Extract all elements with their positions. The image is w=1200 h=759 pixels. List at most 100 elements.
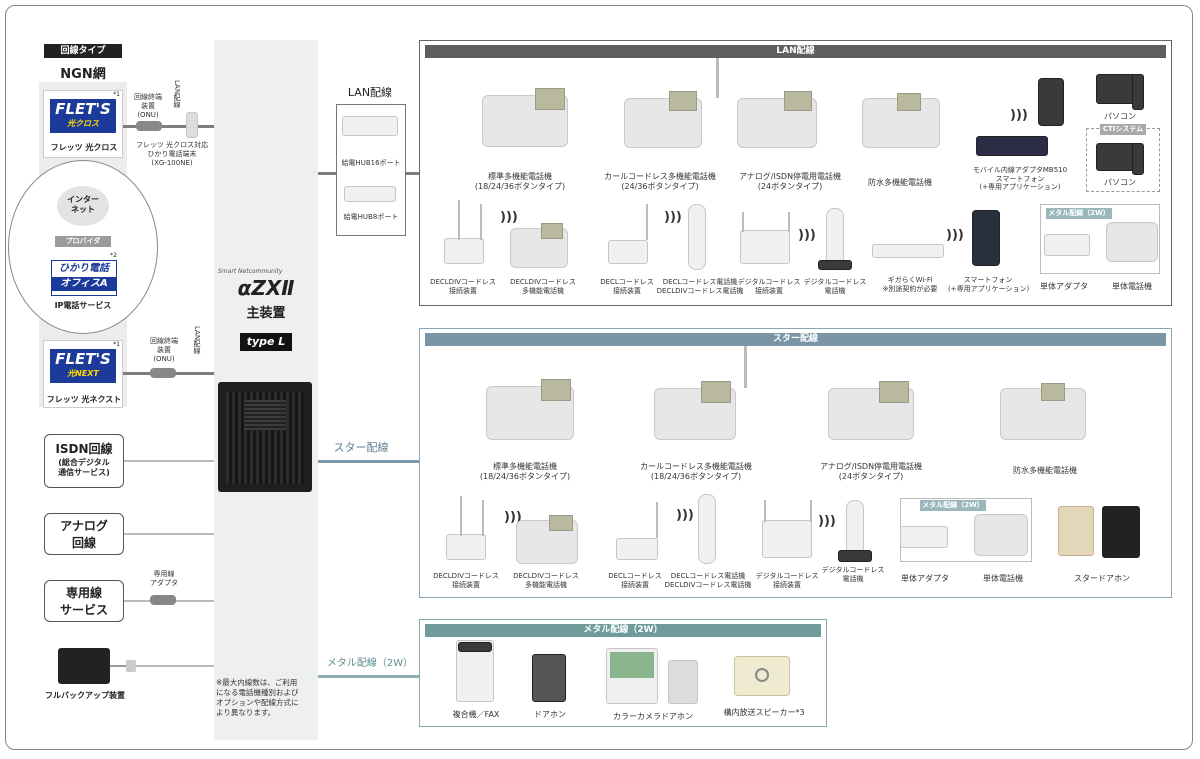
star-single-adapter	[900, 526, 948, 548]
flets-next-logo: *1 FLET'S 光NEXT フレッツ 光ネクスト	[43, 340, 123, 408]
diagram-frame	[5, 5, 1193, 750]
wifi-icon: )))	[1010, 108, 1028, 123]
lan-standard-phone	[482, 88, 568, 147]
lan-decl-div-phone	[510, 223, 568, 268]
ngn-label: NGN網	[60, 67, 106, 82]
type-badge: type L	[240, 333, 292, 351]
lan-row2-label-9: 単体電話機	[1112, 282, 1152, 291]
star-section-title: スター配線	[425, 333, 1166, 346]
star-doorphone-1	[1058, 506, 1094, 556]
cross-terminal-device	[186, 112, 198, 138]
star-row1-label-1: カールコードレス多機能電話機 (18/24/36ボタンタイプ)	[640, 462, 752, 481]
plug-icon	[126, 660, 136, 672]
isdn-line	[124, 460, 214, 462]
lan-smartphone	[1038, 78, 1064, 126]
center-note: ※最大内線数は、ご利用 になる電話機種別および オプションや配線方式に より異な…	[216, 678, 299, 717]
hikari-office-logo: *2 ひかり電話 オフィスA IP電話サービス	[47, 252, 119, 316]
star-single-phone	[974, 514, 1028, 556]
wifi-icon: )))	[946, 228, 964, 243]
star-digital-base	[762, 520, 812, 558]
lan-row2-label-5: デジタルコードレス 電話機	[803, 278, 867, 295]
onu-1-device	[136, 121, 162, 131]
star-row2-label-2: DECLコードレス 接続装置	[608, 572, 662, 589]
giga-wifi-device	[872, 244, 944, 258]
metal-connector-label: メタル配線（2W）	[326, 658, 414, 669]
line-type-label: 回線タイプ	[44, 44, 122, 58]
main-unit-label: 主装置	[246, 306, 286, 321]
lan-digital-base	[740, 230, 790, 264]
metal-item-0: 複合機／FAX	[452, 710, 500, 719]
cross-line	[123, 125, 215, 128]
star-metal-tag: メタル配線（2W）	[920, 500, 986, 511]
metal-item-1: ドアホン	[534, 710, 566, 719]
doorphone-device	[532, 654, 566, 702]
lan-row2-label-7: スマートフォン (+専用アプリケーション)	[948, 276, 1030, 293]
main-unit-device	[218, 382, 312, 492]
speaker-device	[734, 656, 790, 696]
star-digital-handset	[846, 500, 864, 556]
internet-label: インター ネット	[57, 186, 109, 226]
lan-row2-label-2: DECLコードレス 接続装置	[600, 278, 654, 295]
lan-row2-label-0: DECLDIVコードレス 接続装置	[430, 278, 496, 295]
star-row1-label-2: アナログ/ISDN停電用電話機 (24ボタンタイプ)	[819, 462, 923, 481]
star-decl-handset	[698, 494, 716, 564]
lan-smartphone-app	[972, 210, 1000, 266]
onu-2-device	[150, 368, 176, 378]
star-row2-label-8: スタードアホン	[1074, 574, 1130, 583]
dedicated-adapter-device	[150, 595, 176, 605]
lan-row2-label-4: デジタルコードレス 接続装置	[737, 278, 801, 295]
dedicated-adapter-label: 専用線 アダプタ	[150, 570, 178, 587]
onu-1-label: 回線終端 装置 (ONU)	[134, 93, 162, 119]
star-row2-label-4: デジタルコードレス 接続装置	[755, 572, 819, 589]
analog-line	[124, 533, 214, 535]
wifi-icon: )))	[676, 508, 694, 523]
lan-row1-label-3: 防水多機能電話機	[868, 178, 932, 187]
provider-label: プロバイダ	[55, 236, 111, 247]
lan-section-title: LAN配線	[425, 45, 1166, 58]
metal-item-3: 構内放送スピーカー*3	[723, 708, 805, 717]
ups-device	[58, 648, 110, 684]
lan-single-adapter	[1044, 234, 1090, 256]
lan-row2-label-6: ギガらくWi-Fi ※別途契約が必要	[882, 276, 938, 293]
lan-digital-handset	[826, 208, 844, 266]
star-row2-label-3: DECLコードレス電話機 DECLDIVコードレス電話機	[664, 572, 752, 589]
lan-row1-label-5: パソコン	[1104, 112, 1136, 121]
pc-1-monitor	[1096, 74, 1136, 104]
pc-2-tower	[1132, 143, 1144, 175]
star-decl-div-phone	[516, 515, 578, 564]
hub8-device	[344, 186, 396, 202]
star-waterproof-phone	[1000, 383, 1086, 440]
star-analog-isdn-phone	[828, 381, 914, 440]
star-row1-label-3: 防水多機能電話機	[1013, 466, 1077, 475]
lan-row1-label-6: パソコン	[1104, 178, 1136, 187]
lan-wire-v1: LAN配線	[173, 80, 181, 109]
onu-2-label: 回線終端 装置 (ONU)	[150, 337, 178, 363]
star-decl-div-base	[446, 534, 486, 560]
wifi-icon: )))	[818, 514, 836, 529]
lan-decl-handset	[688, 204, 706, 270]
cti-system-label: CTIシステム	[1100, 124, 1146, 135]
hub8-label: 給電HUB8ポート	[343, 213, 399, 221]
star-decl-base	[616, 538, 658, 560]
lan-single-phone	[1106, 222, 1158, 262]
star-row2-label-1: DECLDIVコードレス 多機能電話機	[513, 572, 579, 589]
star-row2-label-6: 単体アダプタ	[901, 574, 949, 583]
wifi-icon: )))	[500, 210, 518, 225]
star-row1-label-0: 標準多機能電話機 (18/24/36ボタンタイプ)	[479, 462, 571, 481]
lan-metal-tag: メタル配線（2W）	[1046, 208, 1112, 219]
analog-box: アナログ 回線	[44, 513, 124, 555]
lan-row2-label-1: DECLDIVコードレス 多機能電話機	[510, 278, 576, 295]
wifi-icon: )))	[664, 210, 682, 225]
brand-logo: αZXⅡ	[237, 276, 295, 300]
star-row2-label-0: DECLDIVコードレス 接続装置	[433, 572, 499, 589]
metal-section-title: メタル配線（2W）	[425, 624, 821, 637]
wifi-icon: )))	[798, 228, 816, 243]
lan-row1-label-4: モバイル内線アダプタMB510 スマートフォン (+専用アプリケーション)	[972, 166, 1068, 191]
lan-connector-label: LAN配線	[347, 86, 393, 99]
lan-row1-label-2: アナログ/ISDN停電用電話機 (24ボタンタイプ)	[738, 172, 842, 191]
lan-wire-v2: LAN配線	[193, 326, 201, 355]
pc-1-tower	[1132, 74, 1144, 110]
star-row2-label-7: 単体電話機	[983, 574, 1023, 583]
star-line	[318, 460, 420, 463]
color-camera-doorphone	[668, 660, 698, 704]
